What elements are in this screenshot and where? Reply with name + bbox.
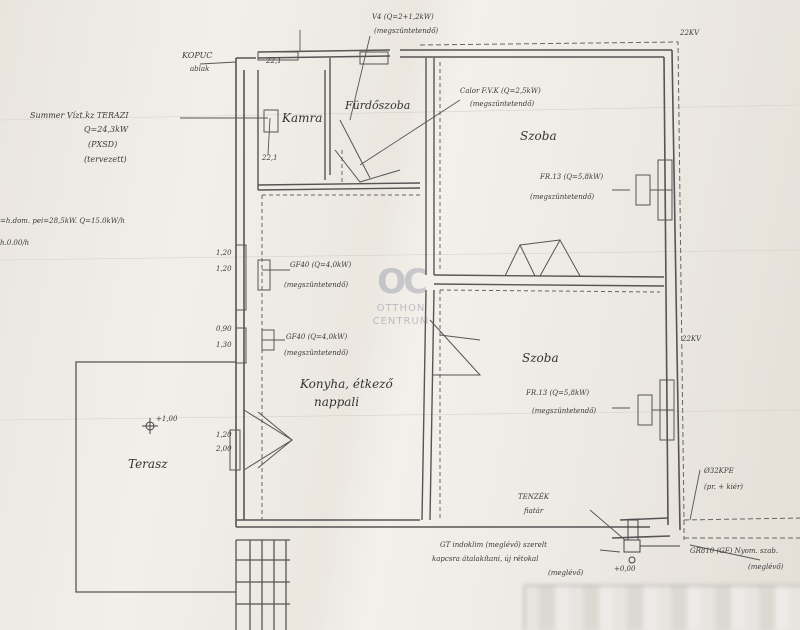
- otthon-centrum-watermark: OC OTTHON CENTRUM: [366, 262, 436, 372]
- annotation-gf40-bottom-sub: (megszüntetendő): [284, 349, 349, 357]
- dimension-1-20-c: 1,20: [216, 431, 232, 439]
- terrace-level-label: +1,00: [156, 415, 178, 423]
- annotation-left-sub: h.0.00/h: [0, 239, 30, 247]
- annotation-tenzek-sub: fiatár: [524, 507, 544, 515]
- annotation-right-regulator-sub: (meglévő): [748, 563, 784, 571]
- room-label-kamra: Kamra: [282, 111, 323, 125]
- room-label-nappali: nappali: [314, 395, 360, 409]
- annotation-kopuc: KOPUC: [182, 51, 213, 60]
- dimension-22-1-top: 22,1: [266, 57, 282, 65]
- dimension-0-90: 0,90: [216, 325, 232, 333]
- dimension-1-20-b: 1,20: [216, 265, 232, 273]
- interior-walls: [257, 58, 665, 521]
- annotation-tenzek: TENZÉK: [518, 493, 550, 501]
- radiators: [257, 109, 674, 426]
- annotation-gt: GT indoklim (meglévő) szerelt: [440, 541, 547, 549]
- annotation-fr13-mid-sub: (megszüntetendő): [532, 407, 597, 415]
- room-label-szoba-top: Szoba: [520, 129, 557, 143]
- room-label-konyha: Konyha, étkező: [300, 377, 393, 391]
- annotation-kopuc-sub: ablak: [190, 65, 210, 73]
- dimension-1-20-a: 1,20: [216, 249, 232, 257]
- terrace-outline: [75, 361, 290, 630]
- annotation-gf40-top: GF40 (Q=4,0kW): [290, 261, 352, 269]
- dimension-22kv-top: 22KV: [680, 29, 700, 37]
- annotation-gf40-bottom: GF40 (Q=4,0kW): [286, 333, 348, 341]
- watermark-line2: CENTRUM: [372, 316, 430, 327]
- annotation-summer: Summer Vízt.kz TERAZI: [30, 111, 129, 120]
- watermark-line1: OTTHON: [376, 303, 426, 314]
- gas-meter-detail: [623, 519, 680, 564]
- annotation-summer-power: Q=24,3kW: [84, 125, 129, 134]
- redacted-title-block: [524, 585, 800, 630]
- annotation-gf40-top-sub: (megszüntetendő): [284, 281, 349, 289]
- annotation-calor: Calor F.V.K (Q=2,5kW): [460, 87, 541, 95]
- door-swings: [243, 119, 581, 471]
- annotation-v4: V4 (Q=2+1,2kW): [372, 13, 434, 21]
- level-mark: [142, 418, 158, 434]
- dimension-2-00: 2,00: [216, 445, 232, 453]
- annotation-fr13-top: FR.13 (Q=5,8kW): [540, 173, 604, 181]
- annotation-fr13-top-sub: (megszüntetendő): [530, 193, 595, 201]
- annotation-gt-sub: kapcsra átalakítani, új rétokal: [432, 555, 539, 563]
- level-bottom-label: +0,00: [614, 565, 636, 573]
- dimension-22kv-right: 22KV: [682, 335, 702, 343]
- annotation-v4-sub: (megszüntetendő): [374, 27, 439, 35]
- annotation-summer-model: (PXSD): [88, 140, 118, 149]
- annotation-right-regulator: GR810 (GF) Nyom. szab.: [690, 547, 779, 555]
- oc-logo-icon: OC: [377, 262, 428, 302]
- annotation-summer-status: (tervezett): [84, 155, 127, 164]
- annotation-calor-sub: (megszüntetendő): [470, 100, 535, 108]
- room-label-szoba-middle: Szoba: [522, 351, 559, 365]
- dimension-22-1-left: 22,1: [262, 154, 278, 162]
- dimension-1-30: 1,30: [216, 341, 232, 349]
- annotation-left-power: =h.dom. pei=28,5kW. Q=15.0kW/h: [0, 217, 125, 225]
- room-label-furdoszoba: Fürdőszoba: [345, 99, 411, 112]
- annotation-right-pipe-sub: (pr. + kiér): [704, 483, 744, 491]
- annotation-fr13-mid: FR.13 (Q=5,8kW): [526, 389, 590, 397]
- annotation-gt-status: (meglévő): [548, 569, 584, 577]
- annotation-right-pipe: Ø32KPE: [704, 467, 734, 475]
- room-label-terasz: Terasz: [128, 457, 168, 471]
